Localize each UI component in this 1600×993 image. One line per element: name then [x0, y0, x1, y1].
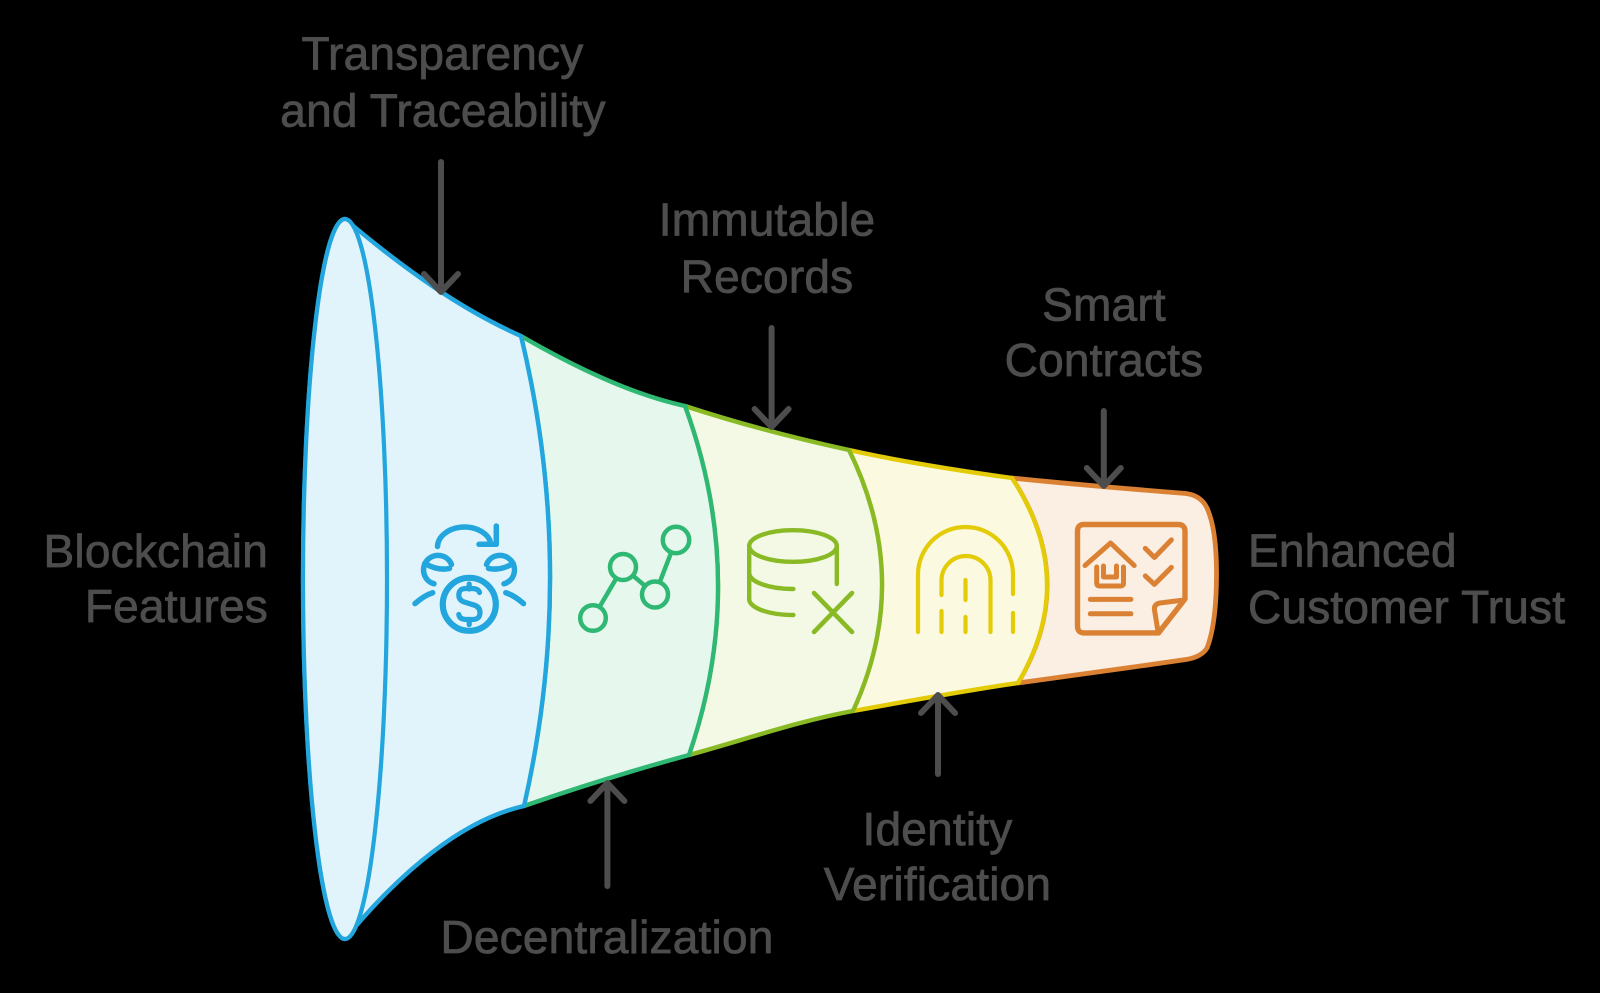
svg-text:Customer Trust: Customer Trust — [1248, 581, 1565, 633]
svg-text:and Traceability: and Traceability — [280, 84, 605, 136]
svg-text:Decentralization: Decentralization — [440, 911, 773, 963]
svg-text:Immutable: Immutable — [659, 194, 876, 246]
svg-text:Blockchain: Blockchain — [44, 525, 268, 577]
svg-text:Records: Records — [681, 250, 854, 302]
svg-text:Enhanced: Enhanced — [1248, 524, 1457, 576]
svg-text:Contracts: Contracts — [1005, 334, 1204, 386]
svg-text:Smart: Smart — [1042, 279, 1166, 331]
svg-text:Features: Features — [85, 580, 268, 632]
svg-text:Identity: Identity — [863, 803, 1013, 855]
svg-text:Verification: Verification — [824, 858, 1051, 910]
svg-text:Transparency: Transparency — [302, 28, 584, 80]
